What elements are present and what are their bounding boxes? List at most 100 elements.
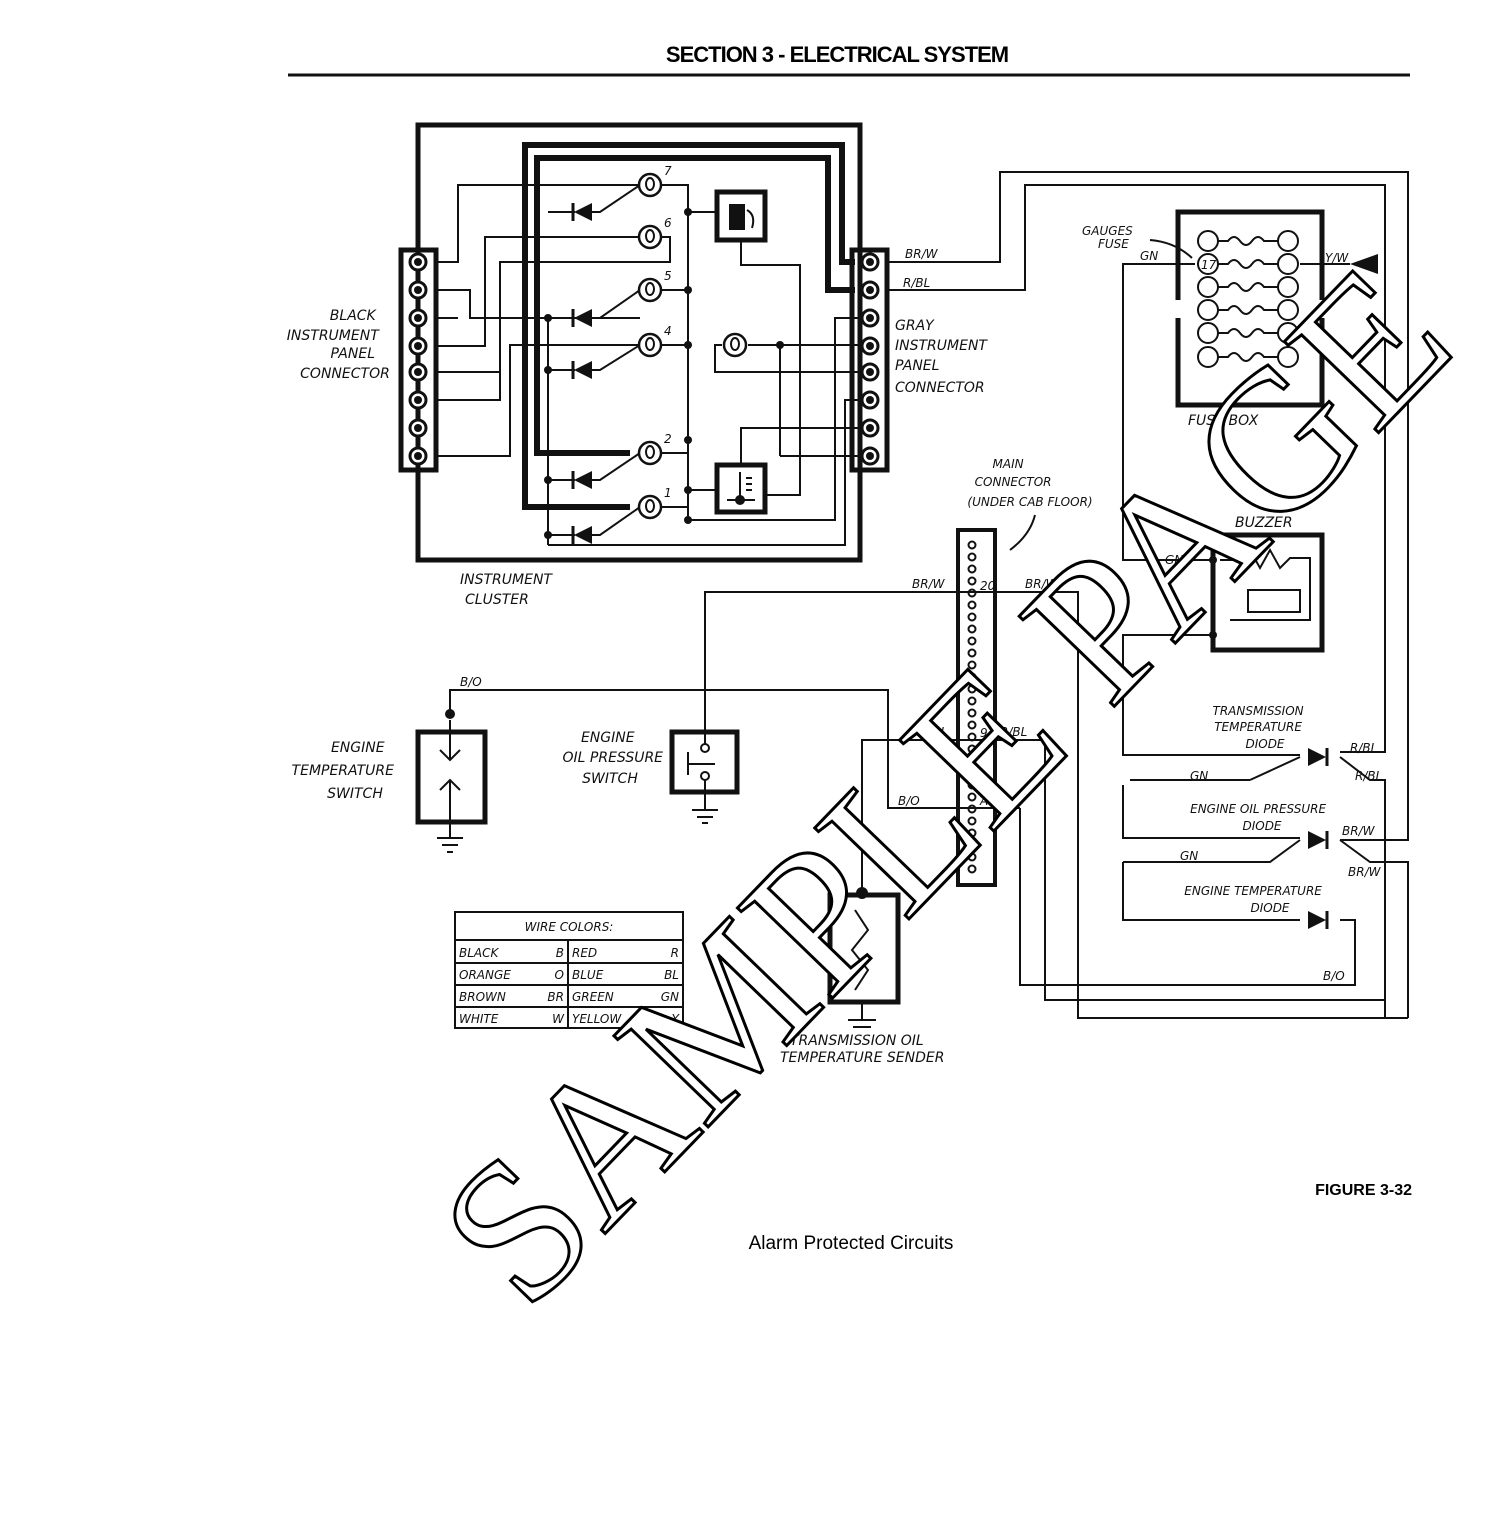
junction-dot bbox=[684, 341, 692, 349]
main-connector-pin bbox=[967, 684, 977, 694]
fuse-number: 17 bbox=[1201, 258, 1217, 272]
indicator-lamp-icon bbox=[637, 440, 663, 466]
main-connector-pin bbox=[967, 564, 977, 574]
wire-color-code: W bbox=[552, 1012, 565, 1026]
indicator-lamp-icon bbox=[637, 172, 663, 198]
svg-text:9: 9 bbox=[980, 726, 988, 740]
wire-colors-title: WIRE COLORS: bbox=[525, 920, 614, 934]
indicator-lamp-icon bbox=[637, 332, 663, 358]
main-connector-pin bbox=[967, 744, 977, 754]
main-connector-pin bbox=[967, 780, 977, 790]
wire-rbl-main bbox=[861, 739, 1385, 1001]
main-connector-label: MAIN CONNECTOR (UNDER CAB FLOOR) bbox=[967, 457, 1092, 509]
wire-brw-main bbox=[704, 591, 1408, 1019]
main-connector-pin bbox=[967, 756, 977, 766]
svg-text:R/BL: R/BL bbox=[903, 276, 930, 290]
fuse-terminal bbox=[1197, 322, 1219, 344]
main-connector-pin bbox=[967, 792, 977, 802]
wire-color-name: BLACK bbox=[459, 946, 500, 960]
svg-text:B/O: B/O bbox=[1323, 969, 1345, 983]
wire-color-code: R bbox=[671, 946, 679, 960]
figure-caption: Alarm Protected Circuits bbox=[749, 1233, 954, 1254]
diode-icon bbox=[574, 203, 592, 221]
engine-temperature-switch bbox=[415, 729, 488, 825]
junction-dot bbox=[544, 531, 552, 539]
main-connector-pin bbox=[967, 864, 977, 874]
svg-text:R/BL: R/BL bbox=[1355, 769, 1382, 783]
diode-icon bbox=[574, 309, 592, 327]
lamp-number: 5 bbox=[664, 269, 672, 283]
main-connector-pin bbox=[967, 672, 977, 682]
fuse-terminal bbox=[1277, 230, 1299, 252]
main-connector-pin bbox=[967, 540, 977, 550]
wire-color-name: BLUE bbox=[572, 968, 604, 982]
wire-color-name: BROWN bbox=[459, 990, 506, 1004]
diode-icon bbox=[1308, 748, 1326, 766]
main-connector-pin bbox=[967, 576, 977, 586]
svg-text:R/BL: R/BL bbox=[1350, 741, 1377, 755]
junction-dot bbox=[684, 286, 692, 294]
fuse-box bbox=[1175, 209, 1325, 408]
svg-text:A: A bbox=[979, 794, 988, 808]
oil-diode-label: ENGINE OIL PRESSURE DIODE bbox=[1190, 802, 1330, 833]
fuse-terminal bbox=[1197, 230, 1219, 252]
wire-color-name: GREEN bbox=[572, 990, 614, 1004]
wire-color-code: B bbox=[556, 946, 564, 960]
lamp-number: 7 bbox=[664, 164, 672, 178]
main-connector-pin bbox=[967, 552, 977, 562]
lamp-number: 2 bbox=[664, 432, 672, 446]
main-connector-pin bbox=[967, 660, 977, 670]
fuse-icon bbox=[1218, 352, 1278, 362]
fuse-icon bbox=[1218, 282, 1278, 292]
power-arrow-icon bbox=[1350, 254, 1378, 274]
wire-rbl-top bbox=[887, 184, 1386, 753]
gauges-fuse-label: GAUGES bbox=[1082, 224, 1133, 238]
lamp-number: 1 bbox=[664, 486, 672, 500]
main-connector-pin bbox=[967, 696, 977, 706]
main-connector bbox=[956, 528, 997, 887]
svg-text:GN: GN bbox=[1190, 769, 1208, 783]
svg-text:GN: GN bbox=[1165, 553, 1183, 567]
main-connector-pin bbox=[967, 816, 977, 826]
engine-temperature-switch-label: ENGINE TEMPERATURE SWITCH bbox=[292, 740, 399, 802]
transmission-diode-label: TRANSMISSION TEMPERATURE DIODE bbox=[1213, 704, 1308, 751]
diode-icon bbox=[1308, 831, 1326, 849]
wire-color-name: RED bbox=[572, 946, 597, 960]
fuse-icon bbox=[1218, 236, 1278, 246]
wire-color-code: Y bbox=[672, 1012, 681, 1026]
wire-color-code: BR bbox=[547, 990, 564, 1004]
junction-dot bbox=[776, 341, 784, 349]
svg-text:BR/W: BR/W bbox=[1025, 577, 1059, 591]
fuse-icon bbox=[1218, 305, 1278, 315]
fuse-icon bbox=[1218, 328, 1278, 338]
fuel-gauge-icon bbox=[714, 189, 768, 243]
junction-dot bbox=[544, 314, 552, 322]
main-connector-pin bbox=[967, 708, 977, 718]
main-connector-pin bbox=[967, 852, 977, 862]
buzzer bbox=[1210, 532, 1325, 653]
wire-color-code: BL bbox=[664, 968, 679, 982]
main-connector-pin bbox=[967, 768, 977, 778]
engine-oil-pressure-switch-label: ENGINE OIL PRESSURE SWITCH bbox=[563, 730, 668, 787]
svg-text:B/O: B/O bbox=[1002, 794, 1024, 808]
diode-icon bbox=[1308, 911, 1326, 929]
fuse-terminal bbox=[1197, 276, 1219, 298]
fuse-terminal bbox=[1197, 299, 1219, 321]
fuse-icon bbox=[1218, 259, 1278, 269]
temp-diode-label: ENGINE TEMPERATURE DIODE bbox=[1184, 884, 1325, 915]
main-connector-pin bbox=[967, 624, 977, 634]
wire-gn bbox=[1122, 263, 1213, 561]
svg-text:BR/W: BR/W bbox=[1342, 824, 1376, 838]
figure-number: FIGURE 3-32 bbox=[1315, 1182, 1412, 1199]
main-connector-pin bbox=[967, 600, 977, 610]
junction-dot bbox=[684, 516, 692, 524]
transmission-oil-sender-label: TRANSMISSION OIL TEMPERATURE SENDER bbox=[780, 1033, 944, 1066]
lamp-number: 6 bbox=[664, 216, 672, 230]
svg-text:BR/W: BR/W bbox=[905, 247, 939, 261]
diode-icon bbox=[574, 361, 592, 379]
main-connector-pin bbox=[967, 840, 977, 850]
junction-dot bbox=[684, 486, 692, 494]
gray-instrument-panel-connector bbox=[849, 247, 890, 473]
